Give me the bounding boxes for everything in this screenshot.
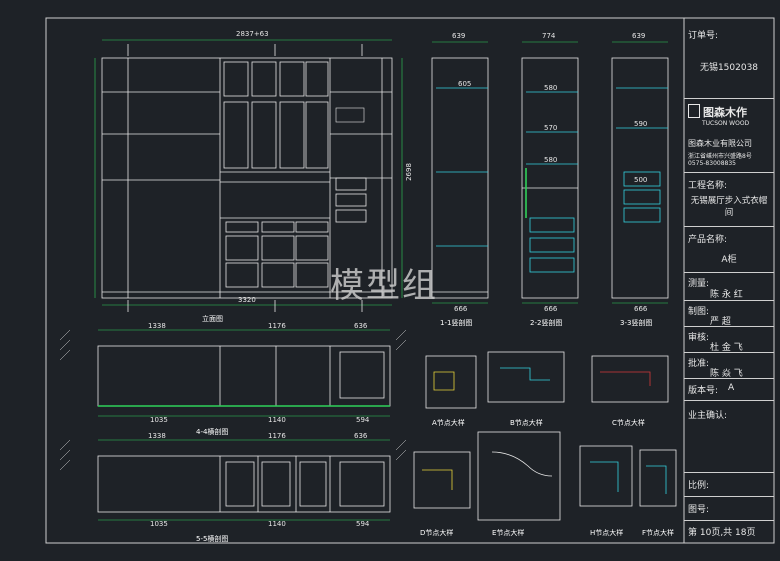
detail-b-title: B节点大样 <box>510 419 543 427</box>
dim-shelf-5: 590 <box>634 120 648 128</box>
dim-s3-top: 639 <box>632 32 646 40</box>
dim-s5-f: 594 <box>356 520 370 528</box>
dim-elev-height: 2698 <box>404 163 413 181</box>
dim-s4-f: 594 <box>356 416 370 424</box>
hardware-note-box <box>335 107 365 123</box>
dim-s2-top: 774 <box>542 32 556 40</box>
detail-e-title: E节点大样 <box>492 529 525 537</box>
dim-s1-top: 639 <box>452 32 466 40</box>
dim-shelf-6: 500 <box>634 176 648 184</box>
hsection-dims <box>98 329 390 521</box>
section-2-title: 2-2竖剖图 <box>530 319 563 327</box>
dim-shelf-4: 580 <box>544 156 558 164</box>
approve-label: 批准: <box>688 359 710 369</box>
dim-s4-e: 1140 <box>268 416 286 424</box>
dim-elev-top: 2837+63 <box>236 30 269 38</box>
detail-h-title: H节点大样 <box>590 529 624 537</box>
company-phone: 0575-83008835 <box>688 160 736 167</box>
drawer-label: 制图: <box>688 307 710 317</box>
review-cell: 审核: 杜 金 飞 <box>684 326 774 353</box>
company-addr: 浙江省嵊州市兴盛路8号 <box>688 153 752 160</box>
scale-label: 比例: <box>688 481 710 491</box>
elevation-dims <box>94 39 403 306</box>
survey-label: 测量: <box>688 279 710 289</box>
wall-hatch <box>59 329 407 471</box>
section-markers-top <box>127 44 363 312</box>
sheet-no-cell: 图号: <box>684 496 774 521</box>
section-3-3 <box>611 57 669 299</box>
dim-s5-e: 1140 <box>268 520 286 528</box>
page-info: 第 10页,共 18页 <box>688 528 756 538</box>
owner-cell: 业主确认: <box>684 400 774 473</box>
dim-s5-c: 636 <box>354 432 368 440</box>
approve-name: 陈 焱 飞 <box>710 369 743 379</box>
detail-f-title: F节点大样 <box>642 529 675 537</box>
version-label: 版本号: <box>688 386 719 396</box>
dim-shelf-1: 605 <box>458 80 472 88</box>
page-cell: 第 10页,共 18页 <box>684 520 774 542</box>
watermark: 模型组 <box>330 266 438 306</box>
order-no: 无锡1502038 <box>699 63 759 73</box>
sheet-frame <box>45 17 775 544</box>
dim-s5-a: 1338 <box>148 432 166 440</box>
section-2-2 <box>521 57 579 299</box>
drawer-cell: 制图: 严 超 <box>684 300 774 327</box>
dim-s2-bottom: 666 <box>544 305 558 313</box>
elevation-view <box>101 57 393 299</box>
survey-cell: 测量: 陈 永 红 <box>684 272 774 301</box>
section-5-5 <box>97 455 391 513</box>
dim-s1-bottom: 666 <box>454 305 468 313</box>
scale-cell: 比例: <box>684 472 774 497</box>
product-name: A柜 <box>721 255 737 265</box>
dim-s4-a: 1338 <box>148 322 166 330</box>
section-5-title: 5-5横剖图 <box>196 535 229 543</box>
dim-shelf-3: 570 <box>544 124 558 132</box>
sheet-no-label: 图号: <box>688 505 710 515</box>
company-logo: 图森木作 <box>688 104 747 120</box>
review-name: 杜 金 飞 <box>710 343 743 353</box>
order-label: 订单号: <box>688 31 719 41</box>
section-4-title: 4-4横剖图 <box>196 428 229 436</box>
section-4-4 <box>97 345 391 407</box>
dim-s3-bottom: 666 <box>634 305 648 313</box>
dim-shelf-2: 580 <box>544 84 558 92</box>
elevation-title: 立面图 <box>202 315 223 323</box>
section-dims <box>432 41 668 304</box>
project-name: 无锡展厅步入式衣帽间 <box>690 196 768 218</box>
section-1-1 <box>431 57 489 299</box>
dim-s5-d: 1035 <box>150 520 168 528</box>
version-cell: 版本号: A <box>684 378 774 401</box>
review-label: 审核: <box>688 333 710 343</box>
section-1-title: 1-1竖剖图 <box>440 319 473 327</box>
company-name: 图森木业有限公司 <box>688 139 752 148</box>
approve-cell: 批准: 陈 焱 飞 <box>684 352 774 379</box>
detail-c-title: C节点大样 <box>612 419 645 427</box>
project-label: 工程名称: <box>688 181 728 191</box>
product-label: 产品名称: <box>688 235 728 245</box>
detail-d-title: D节点大样 <box>420 529 454 537</box>
product-cell: 产品名称: A柜 <box>684 226 774 273</box>
title-block: 订单号: 无锡1502038 图森木作 TUCSON WOOD 图森木业有限公司… <box>684 20 774 542</box>
dim-s4-c: 636 <box>354 322 368 330</box>
logo-text: 图森木作 <box>703 106 747 119</box>
detail-views <box>413 351 677 521</box>
logo-icon <box>688 104 700 118</box>
dim-elev-bottom: 3320 <box>238 296 256 304</box>
dim-s4-b: 1176 <box>268 322 286 330</box>
survey-name: 陈 永 红 <box>710 290 743 300</box>
project-cell: 工程名称: 无锡展厅步入式衣帽间 <box>684 172 774 227</box>
order-cell: 订单号: 无锡1502038 <box>684 20 774 99</box>
company-cell: 图森木作 TUCSON WOOD 图森木业有限公司 浙江省嵊州市兴盛路8号 05… <box>684 98 774 173</box>
owner-label: 业主确认: <box>688 411 728 421</box>
dim-s4-d: 1035 <box>150 416 168 424</box>
version-value: A <box>728 383 735 393</box>
section-3-title: 3-3竖剖图 <box>620 319 653 327</box>
logo-sub: TUCSON WOOD <box>702 120 750 127</box>
dim-s5-b: 1176 <box>268 432 286 440</box>
drawer-name: 严 超 <box>710 317 731 327</box>
detail-a-title: A节点大样 <box>432 419 465 427</box>
